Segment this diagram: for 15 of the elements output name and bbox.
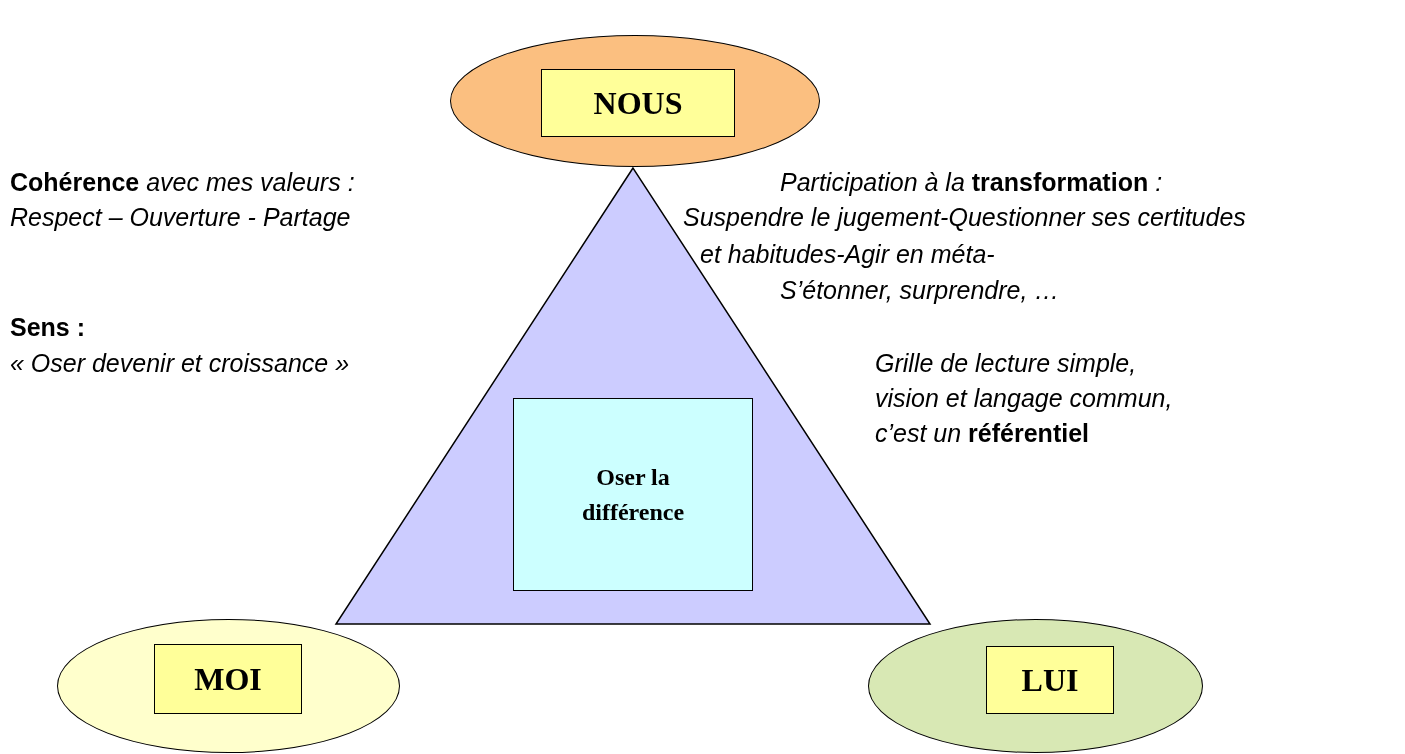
label-box: MOI bbox=[154, 644, 302, 714]
note-text: c’est un référentiel bbox=[875, 419, 1089, 448]
note-text: et habitudes-Agir en méta- bbox=[700, 240, 995, 269]
note-text: Respect – Ouverture - Partage bbox=[10, 203, 351, 232]
note-text: « Oser devenir et croissance » bbox=[10, 349, 350, 378]
label-box: LUI bbox=[986, 646, 1114, 714]
note-text: vision et langage commun, bbox=[875, 384, 1173, 413]
note-text: S’étonner, surprendre, … bbox=[780, 276, 1060, 305]
note-text: Participation à la transformation : bbox=[780, 168, 1163, 197]
note-text: Grille de lecture simple, bbox=[875, 349, 1137, 378]
label-box: NOUS bbox=[541, 69, 735, 137]
note-text: Suspendre le jugement-Questionner ses certitudes bbox=[683, 203, 1246, 232]
label-box: Oser la différence bbox=[513, 398, 753, 591]
note-text: Sens : bbox=[10, 313, 86, 342]
note-text: Cohérence avec mes valeurs : bbox=[10, 168, 355, 197]
